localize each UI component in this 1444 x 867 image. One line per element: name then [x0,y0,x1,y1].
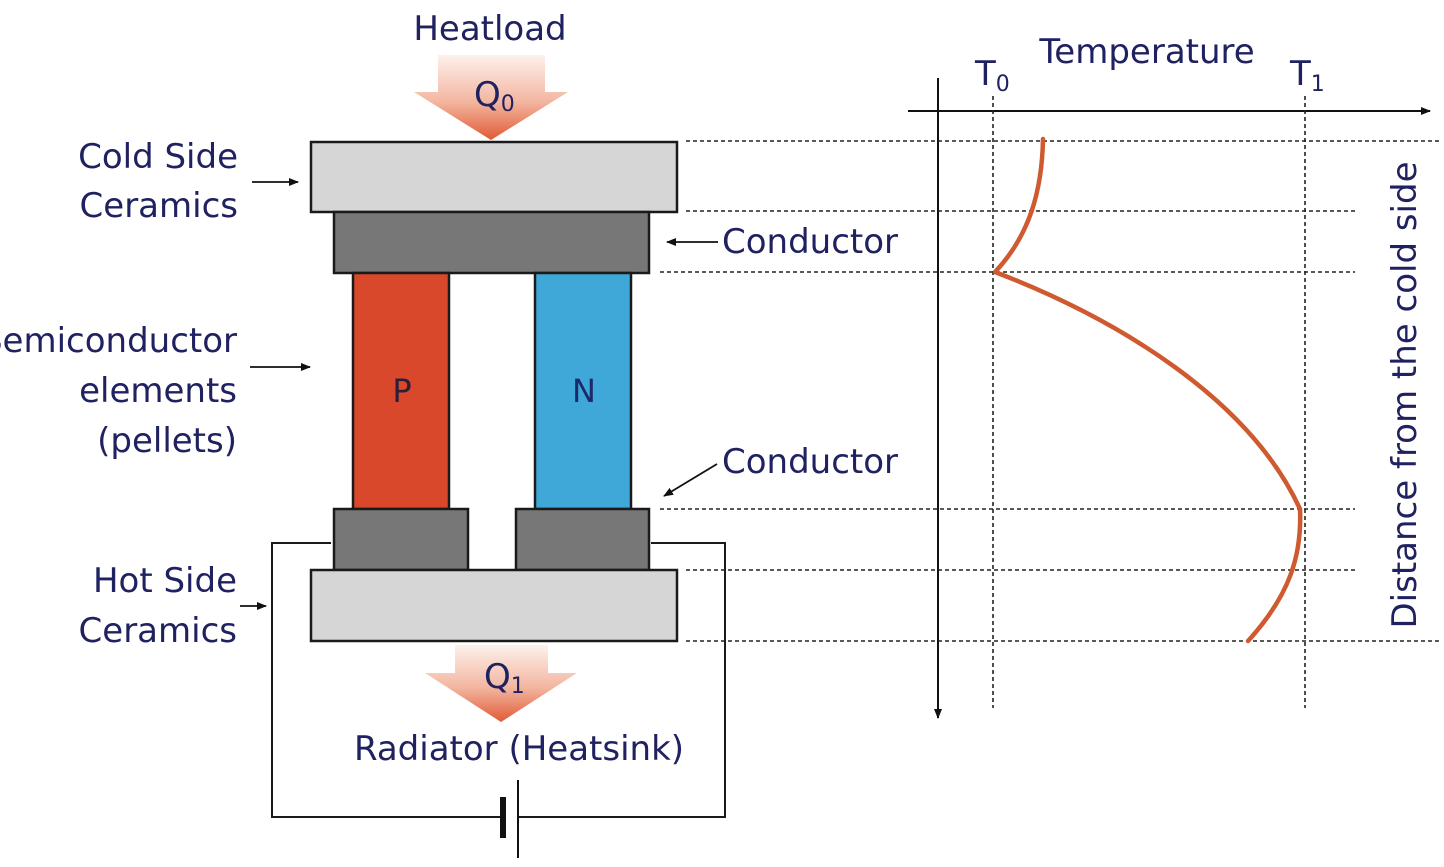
bottom-conductor-left [332,507,470,572]
semiconductor-label-line2: elements [79,371,237,411]
p-pellet [351,271,451,511]
bottom-conductor-right [514,507,651,572]
cold-side-label-line1: Cold Side [78,137,238,177]
circuit-wire-left [271,542,503,818]
semiconductor-label-line1: Semiconductor [0,321,237,361]
heat-out-arrow-icon [425,645,577,722]
t1-label: T1 [1289,54,1325,97]
n-pellet [533,271,633,511]
temperature-axis-label: Temperature [1038,32,1254,72]
conductor-bottom-pointer-arrow-icon [663,463,718,497]
radiator-label: Radiator (Heatsink) [354,729,684,769]
q0-label: Q0 [474,75,515,117]
hot-side-ceramic [309,568,679,643]
conductor-top-label: Conductor [722,222,898,262]
q1-label: Q1 [484,657,525,699]
heatload-label: Heatload [413,9,566,49]
cold-side-ceramic [309,140,679,214]
hot-side-label-line1: Hot Side [93,561,237,601]
cold-side-label-line2: Ceramics [80,186,238,226]
n-label: N [572,372,596,410]
top-conductor [332,210,651,275]
conductor-bottom-label: Conductor [722,442,898,482]
circuit-wire-right [518,542,726,818]
distance-axis-label: Distance from the cold side [1385,161,1425,628]
heat-in-arrow-icon [414,55,568,140]
t0-label: T0 [974,54,1010,97]
semiconductor-label-line3: (pellets) [97,421,237,461]
temperature-profile-curve [992,136,1303,644]
hot-side-label-line2: Ceramics [79,611,237,651]
p-label: P [392,372,411,410]
